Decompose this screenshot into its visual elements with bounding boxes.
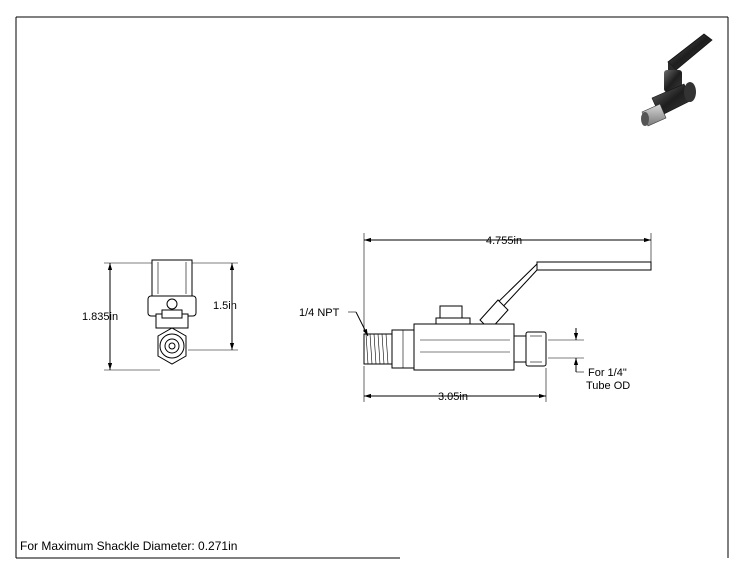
side-view <box>147 259 197 365</box>
dim-body-length: 3.05in <box>438 391 468 403</box>
label-tube-size: For 1/4" <box>588 367 627 379</box>
dim-total-height: 1.835in <box>82 311 118 323</box>
side-view-dimensions <box>104 262 238 371</box>
front-view-dimensions <box>348 233 652 402</box>
isometric-render <box>641 33 713 127</box>
dim-body-height: 1.5in <box>213 300 237 312</box>
label-tube-od: Tube OD <box>586 380 630 392</box>
dim-overall-length: 4.755in <box>486 235 522 247</box>
footer-note: For Maximum Shackle Diameter: 0.271in <box>20 539 237 553</box>
drawing-border <box>15 16 729 559</box>
front-view <box>363 261 652 371</box>
label-thread: 1/4 NPT <box>299 307 340 319</box>
